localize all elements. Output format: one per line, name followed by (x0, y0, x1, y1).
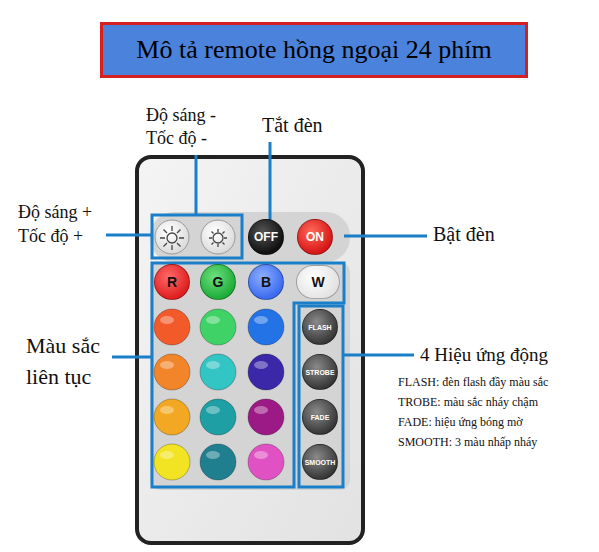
button-shine (254, 451, 268, 459)
callout-label: 4 Hiệu ứng động (420, 343, 548, 367)
button-shine (254, 406, 268, 414)
button-shine (206, 451, 220, 459)
button-shine (206, 361, 220, 369)
button-shine (160, 316, 174, 324)
effect-description: SMOOTH: 3 màu nhấp nháy (398, 434, 537, 450)
button-circle (201, 220, 235, 254)
color-buttons (154, 309, 284, 480)
highlight-box (152, 263, 344, 487)
blue-button: B (248, 264, 284, 300)
callout-label: Tắt đèn (262, 113, 323, 138)
color-button (248, 309, 284, 345)
leader-line (112, 356, 152, 359)
effect-button: FADE (302, 399, 338, 435)
effect-button: STROBE (302, 354, 338, 390)
title-box: Mô tả remote hồng ngoại 24 phím (100, 22, 528, 78)
callout-label: Bật đèn (433, 222, 495, 247)
off-button: OFF (248, 219, 284, 255)
brightness-up-icon (155, 220, 189, 254)
button-label: R (167, 274, 177, 290)
sun-rays (160, 226, 184, 250)
color-button (154, 309, 190, 345)
button-shine (206, 316, 220, 324)
button-label: G (213, 274, 224, 290)
color-button (248, 399, 284, 435)
button-label: ON (306, 230, 324, 244)
effect-description: TROBE: màu sắc nháy chậm (398, 394, 538, 410)
button-shine (160, 451, 174, 459)
button-shine (254, 316, 268, 324)
button-label: STROBE (305, 369, 334, 376)
leader-line (344, 235, 427, 238)
highlight-box (299, 306, 343, 487)
effect-button: FLASH (302, 309, 338, 345)
color-button (200, 399, 236, 435)
color-button (154, 354, 190, 390)
color-button (154, 399, 190, 435)
button-label: FLASH (308, 324, 331, 331)
sun-rays (209, 229, 227, 247)
button-label: OFF (254, 230, 278, 244)
leader-line (343, 354, 414, 357)
leader-line (269, 142, 272, 220)
color-button (200, 444, 236, 480)
brightness-down-icon (201, 220, 235, 254)
title-text: Mô tả remote hồng ngoại 24 phím (136, 35, 491, 65)
leader-line (195, 155, 198, 215)
sun-core (213, 233, 223, 243)
button-panel (150, 262, 350, 490)
effect-description: FADE: hiệu ứng bóng mờ (398, 414, 523, 430)
callout-label: Độ sáng + Tốc độ + (18, 200, 113, 248)
button-label: FADE (311, 414, 330, 421)
button-shine (160, 406, 174, 414)
sun-core (167, 233, 177, 243)
color-button (154, 444, 190, 480)
button-panel (150, 212, 350, 262)
callout-label: Màu sắc liên tục (26, 330, 126, 392)
highlight-box (152, 215, 242, 258)
button-label: SMOOTH (305, 459, 336, 466)
effect-description: FLASH: đèn flash đầy màu sắc (398, 374, 548, 390)
button-shine (160, 361, 174, 369)
color-button (200, 309, 236, 345)
leader-line (106, 234, 152, 237)
color-button (248, 354, 284, 390)
button-circle (155, 220, 189, 254)
callout-label: Độ sáng - Tốc độ - (146, 104, 241, 150)
on-button: ON (297, 219, 333, 255)
button-shine (206, 406, 220, 414)
color-button (200, 354, 236, 390)
remote-body (137, 157, 363, 543)
button-label: W (311, 274, 324, 290)
color-button (248, 444, 284, 480)
button-shine (254, 361, 268, 369)
red-button: R (154, 264, 190, 300)
effect-button: SMOOTH (302, 444, 338, 480)
green-button: G (200, 264, 236, 300)
white-button: W (296, 265, 340, 299)
button-label: B (261, 274, 271, 290)
